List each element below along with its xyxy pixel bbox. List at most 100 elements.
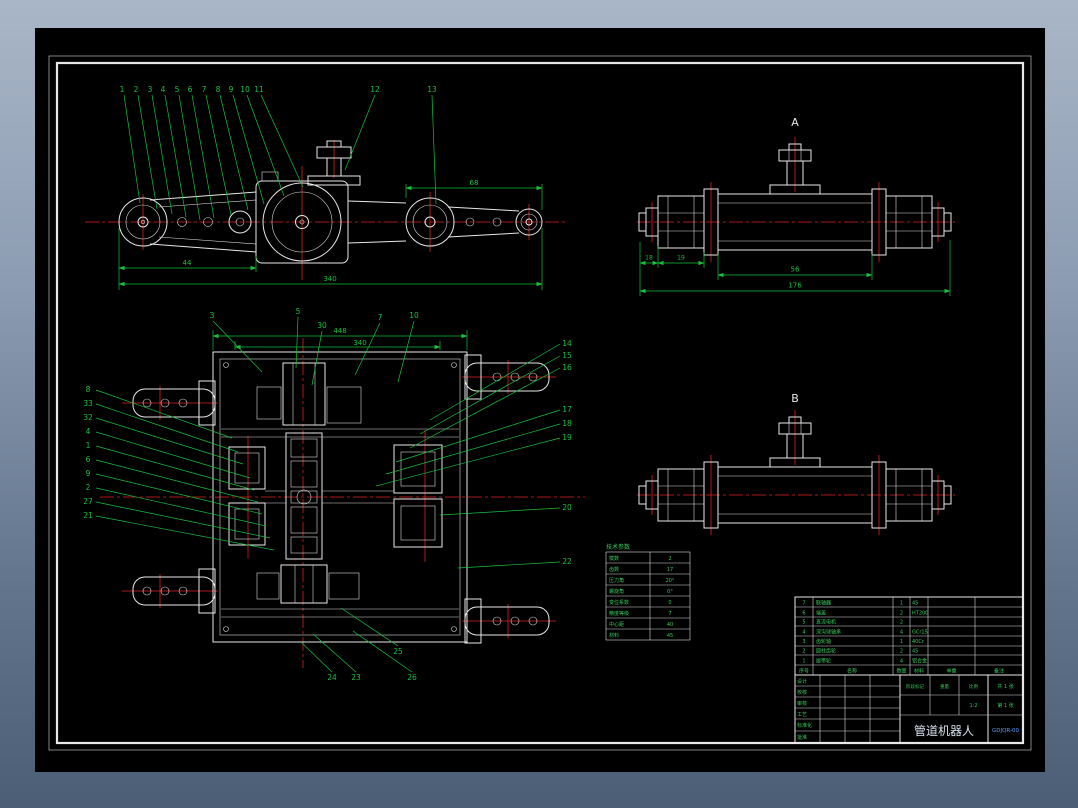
callout-label: 15 (562, 351, 572, 360)
sheet-outer-frame (48, 55, 1032, 751)
callout-label: 18 (562, 419, 572, 428)
parts-cell: 1 (900, 639, 903, 645)
spec-cell: 精度等级 (609, 610, 629, 617)
callout-label: 3 (148, 85, 153, 94)
scale-value: 1:2 (969, 703, 977, 709)
drawing-canvas (35, 28, 1045, 772)
parts-cell: 履带轮 (816, 657, 831, 664)
sheet-number: 第 1 张 (997, 702, 1013, 709)
callout-label: 11 (254, 85, 264, 94)
scale-label: 比例 (969, 683, 978, 690)
spec-cell: 45 (667, 633, 673, 639)
spec-cell: 2 (668, 556, 671, 562)
parts-cell: 直流电机 (816, 619, 836, 626)
callout-label: 9 (229, 85, 234, 94)
callout-label: 24 (327, 673, 337, 682)
parts-cell: 4 (900, 629, 903, 635)
sheet-inner-frame (55, 61, 1025, 745)
callout-label: 10 (240, 85, 250, 94)
field-label: 工艺 (797, 712, 807, 718)
parts-cell: 铝合金 (912, 657, 927, 664)
callout-label: 9 (86, 469, 91, 478)
view-a-label: A (791, 116, 799, 129)
callout-label: 33 (83, 399, 93, 408)
parts-cell: 45 (912, 649, 918, 655)
parts-cell: 深沟球轴承 (816, 628, 841, 635)
callout-label: 19 (562, 433, 572, 442)
callout-label: 22 (562, 557, 572, 566)
callout-label: 26 (407, 673, 417, 682)
drawing-title: 管道机器人 (914, 723, 974, 738)
parts-cell: 齿轮轴 (816, 638, 831, 645)
side-view-callouts: 1 2 3 4 5 6 7 8 9 10 11 12 13 (120, 85, 437, 221)
dim-label: 44 (183, 259, 192, 267)
callout-label: 20 (562, 503, 572, 512)
parts-cell: 圆柱齿轮 (816, 648, 836, 655)
side-view-dimensions: 44 340 68 (118, 179, 543, 290)
dim-label: 340 (353, 339, 366, 347)
callout-label: 6 (86, 455, 91, 464)
dim-label: 448 (333, 327, 346, 335)
parts-cell: 2 (900, 649, 903, 655)
title-block: 序号 名称 数量 材料 单重 备注 7 联轴器 1 45 6 端盖 2 HT20… (794, 596, 1024, 744)
stage-label: 阶段标记 (906, 683, 924, 690)
parts-cell: 7 (802, 601, 805, 607)
callout-label: 6 (188, 85, 193, 94)
end-view-b: B (636, 392, 956, 536)
parts-cell: 2 (802, 649, 805, 655)
callout-label: 3 (210, 311, 215, 320)
spec-table-title: 技术参数 (606, 543, 630, 551)
callout-label: 4 (161, 85, 166, 94)
spec-cell: 中心距 (609, 621, 624, 628)
callout-label: 7 (202, 85, 207, 94)
spec-cell: 0° (667, 589, 673, 595)
callout-label: 14 (562, 339, 572, 348)
parts-cell: 1 (900, 601, 903, 607)
plan-callouts: 3 5 30 7 10 8 33 32 4 1 6 9 2 27 21 14 1… (83, 307, 572, 682)
spec-cell: 7 (668, 611, 671, 617)
callout-label: 21 (83, 511, 93, 520)
spec-cell: 齿数 (609, 566, 619, 573)
field-label: 设计 (797, 678, 807, 685)
side-view-centerlines (85, 140, 566, 280)
parts-cell: HT200 (912, 610, 928, 616)
spec-cell: 20° (666, 578, 675, 584)
view-b-label: B (791, 392, 799, 405)
parts-cell: 联轴器 (816, 600, 831, 607)
parts-cell: 1 (802, 658, 805, 664)
callout-label: 32 (83, 413, 93, 422)
spec-table: 技术参数 模数 2 齿数 17 压力角 20° 螺旋角 0° 变位系数 0 精度… (605, 543, 691, 641)
parts-cell: 4 (900, 658, 903, 664)
end-view-a: A 18 19 56 176 (636, 116, 956, 296)
parts-cell: 45 (912, 601, 918, 607)
view-a-dimensions: 18 19 56 176 (639, 240, 951, 296)
parts-cell: 6 (802, 610, 805, 616)
callout-label: 8 (216, 85, 221, 94)
side-view-geometry (118, 140, 543, 264)
dim-label: 176 (788, 282, 802, 290)
callout-label: 1 (120, 85, 125, 94)
field-label: 批准 (797, 734, 807, 741)
parts-cell: 3 (802, 639, 805, 645)
parts-header-cell: 材料 (914, 668, 924, 675)
parts-cell: 端盖 (816, 609, 826, 616)
spec-cell: 0 (668, 600, 671, 606)
callout-label: 12 (370, 85, 380, 94)
spec-cell: 模数 (609, 555, 619, 562)
side-view: 44 340 68 1 2 3 4 5 6 7 8 9 10 11 12 13 (85, 85, 566, 290)
parts-header-cell: 序号 (799, 668, 809, 675)
callout-label: 5 (175, 85, 180, 94)
field-label: 校核 (797, 689, 807, 696)
callout-label: 30 (317, 321, 327, 330)
callout-label: 16 (562, 363, 572, 372)
dim-label: 340 (323, 275, 336, 283)
spec-cell: 材料 (609, 632, 619, 639)
spec-cell: 螺旋角 (609, 588, 624, 595)
callout-label: 8 (86, 385, 91, 394)
spec-cell: 压力角 (609, 577, 624, 584)
callout-label: 25 (393, 647, 403, 656)
parts-cell: 40Cr (912, 639, 925, 645)
callout-label: 7 (378, 313, 383, 322)
